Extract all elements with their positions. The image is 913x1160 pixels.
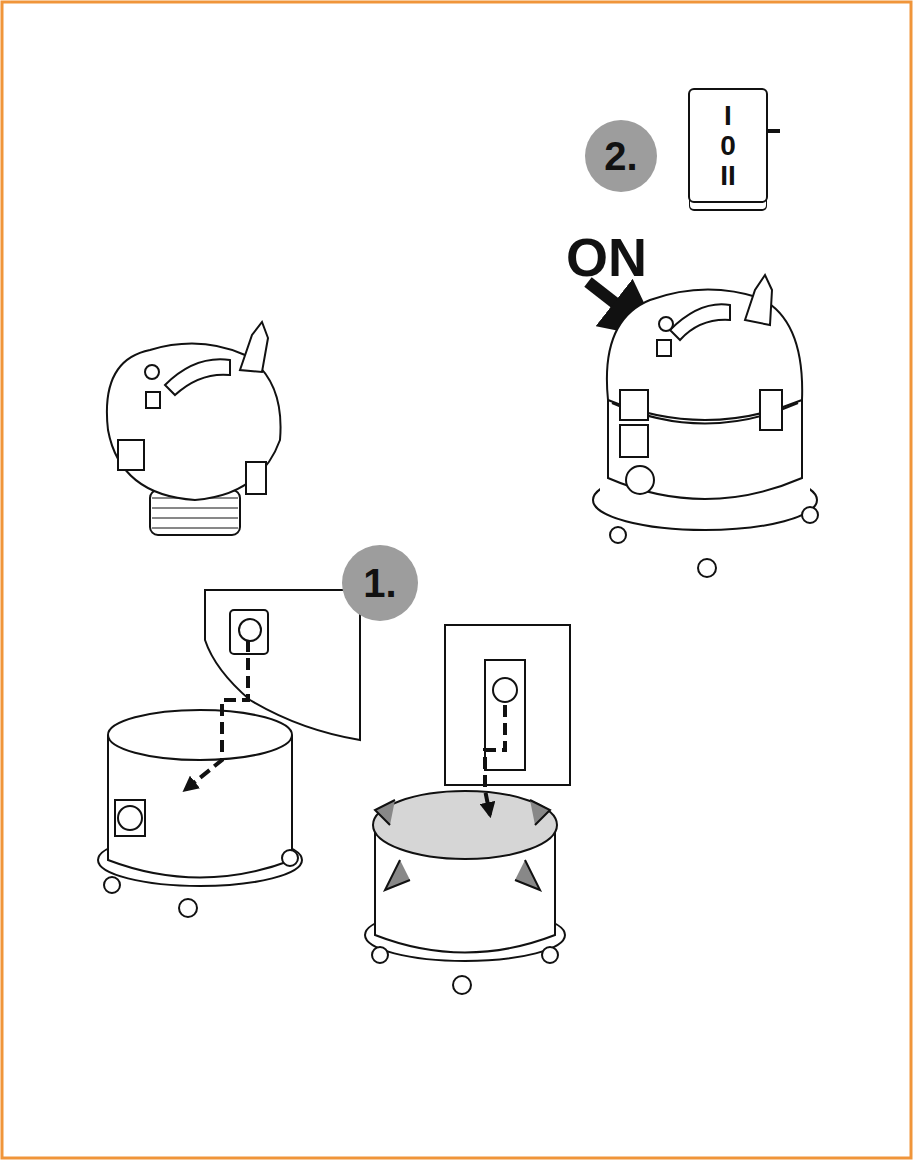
- node-text: 2.: [604, 134, 637, 179]
- node-text: 0: [720, 131, 736, 161]
- switch-box: I0II: [688, 88, 768, 203]
- node-text: I: [724, 101, 732, 131]
- motor-head: [107, 322, 281, 535]
- node-text: 1.: [363, 561, 396, 606]
- on-label: ON: [566, 226, 647, 288]
- step-number: 1.: [342, 545, 418, 621]
- container-dust-bag: [365, 625, 570, 994]
- node-text: II: [720, 161, 736, 191]
- vacuum-assembled: [593, 275, 818, 577]
- container-paper-filter: [98, 590, 360, 917]
- step-number: 2.: [585, 120, 657, 192]
